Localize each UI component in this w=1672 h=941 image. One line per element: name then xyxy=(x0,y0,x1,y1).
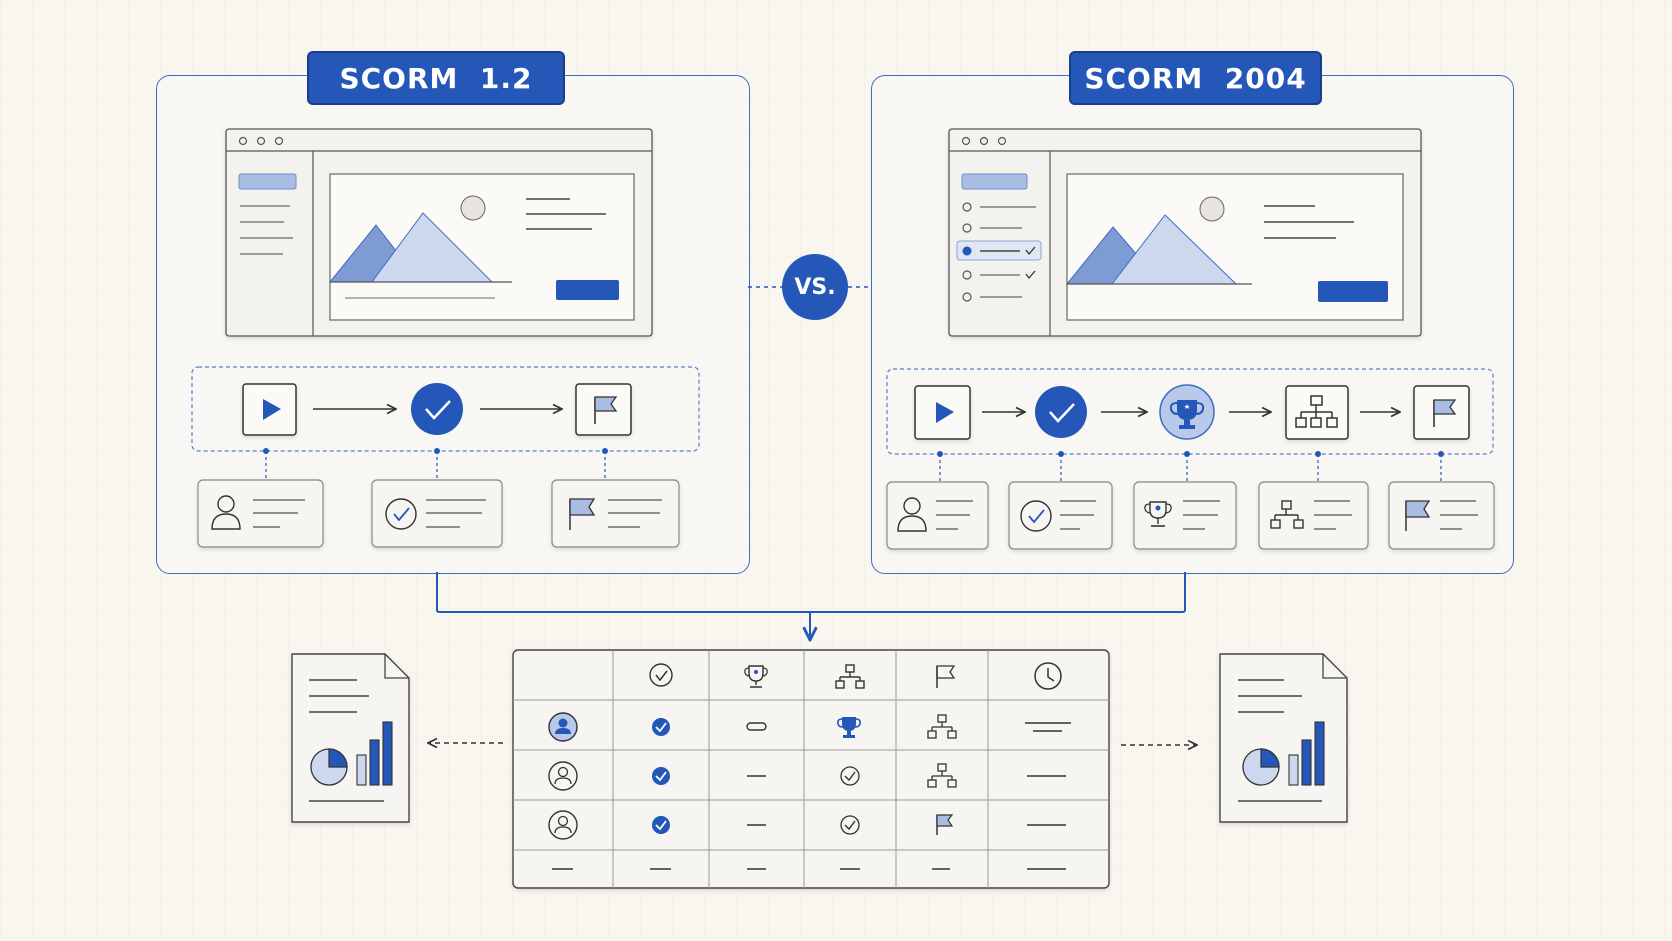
check-icon xyxy=(1035,386,1087,438)
trophy-icon xyxy=(1159,384,1215,440)
table-header-flag-icon xyxy=(936,665,956,688)
table-header-hierarchy-icon xyxy=(835,664,865,689)
scorm-2004-title: SCORM 2004 xyxy=(1084,61,1307,95)
scorm-12-title-badge: SCORM 1.2 xyxy=(307,51,565,105)
vs-label: VS. xyxy=(794,274,836,300)
hierarchy-icon xyxy=(1285,385,1349,440)
table-row-1 xyxy=(548,712,1071,742)
right-report-document-icon xyxy=(1219,653,1348,823)
flag-icon xyxy=(575,383,632,436)
table-header-trophy-icon xyxy=(744,665,768,688)
play-icon xyxy=(914,385,971,440)
table-row-3 xyxy=(548,810,1066,840)
table-header-check-icon xyxy=(649,663,673,687)
scorm-12-title: SCORM 1.2 xyxy=(339,61,533,95)
play-icon xyxy=(242,383,297,436)
scorm-2004-title-badge: SCORM 2004 xyxy=(1069,51,1322,105)
left-flow-container xyxy=(191,366,700,452)
vs-badge: VS. xyxy=(782,254,848,320)
flag-icon xyxy=(1413,385,1470,440)
check-icon xyxy=(411,383,463,435)
comparison-table xyxy=(512,649,1110,889)
table-header-clock-icon xyxy=(1034,662,1062,690)
table-row-2 xyxy=(548,761,1066,791)
right-card-hierarchy xyxy=(1258,481,1369,550)
